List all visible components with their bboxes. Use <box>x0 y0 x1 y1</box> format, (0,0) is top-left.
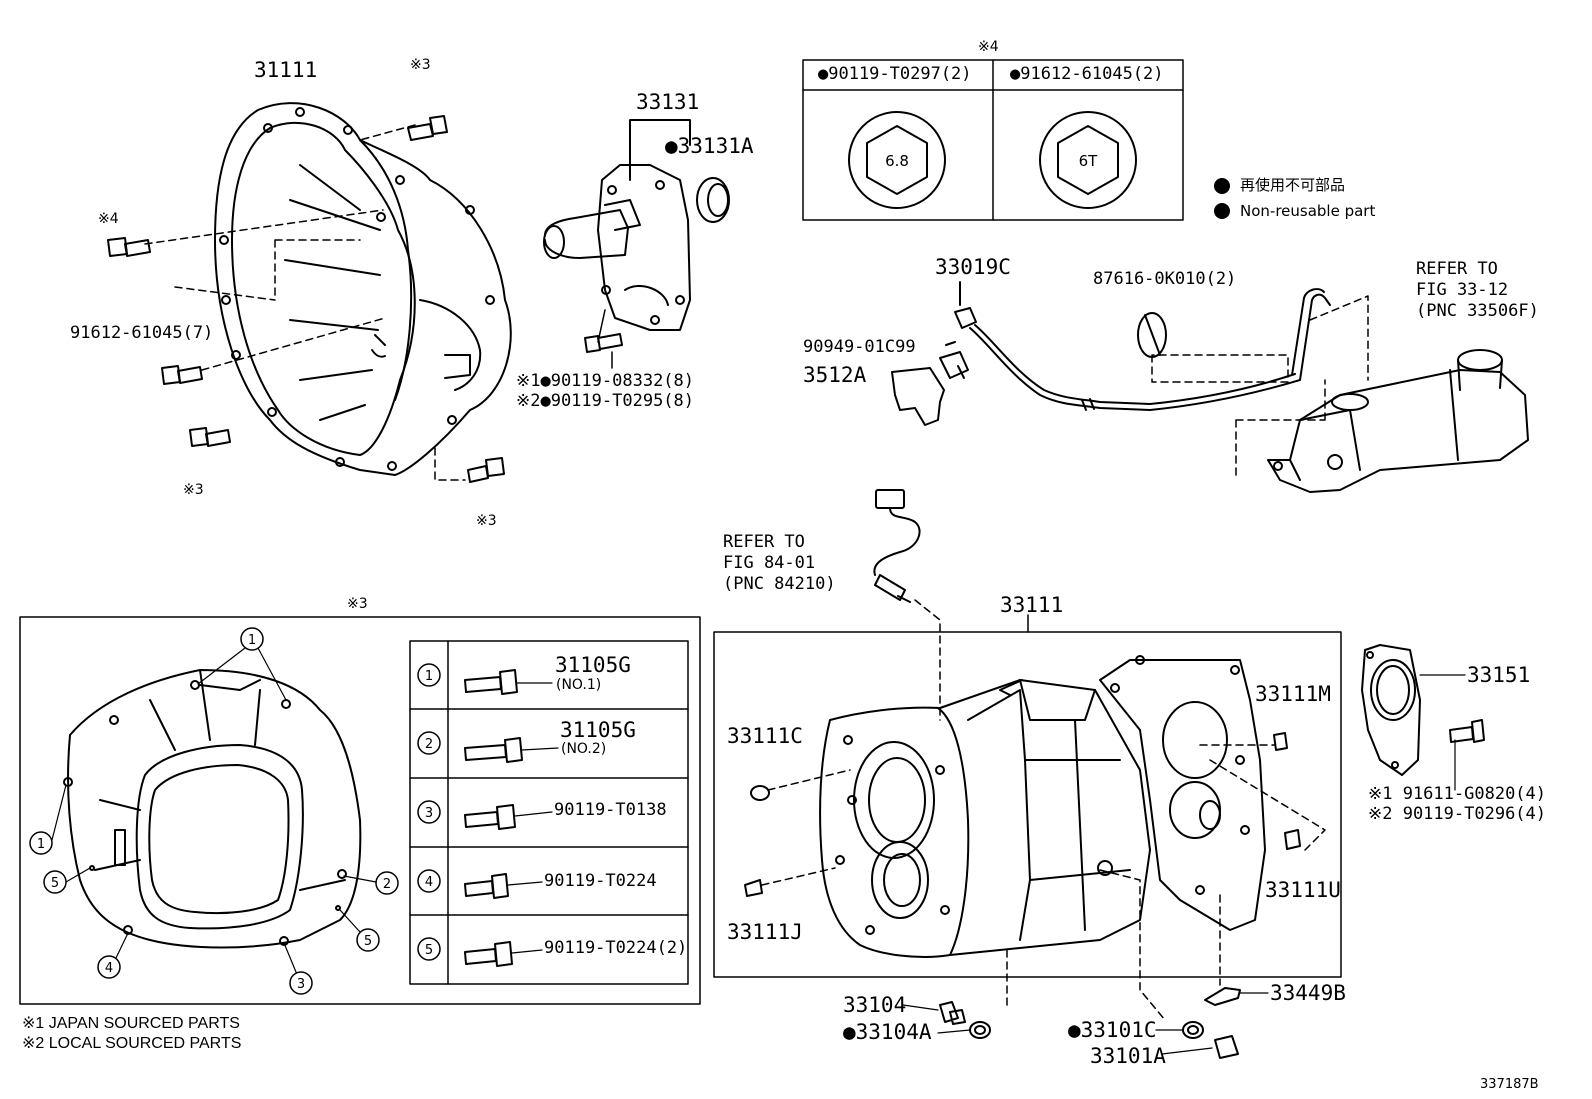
label-33111: 33111 <box>1000 593 1064 617</box>
mark-3-box: ※3 <box>347 596 368 612</box>
callout-1a: 1 <box>248 633 256 648</box>
box-4 <box>802 59 1184 221</box>
label-33449b: 33449B <box>1270 981 1346 1005</box>
refer-84-01-line1: REFER TO <box>723 532 805 552</box>
row-num-2: 2 <box>425 737 433 752</box>
transmission-case-33111 <box>744 655 1326 1059</box>
refer-84-01-line3: (PNC 84210) <box>723 574 836 594</box>
label-33101a: 33101A <box>1090 1044 1166 1068</box>
mark-4-box: ※4 <box>978 39 999 55</box>
bolt-head-6-8: 6.8 <box>885 152 909 170</box>
label-no1: (NO.1) <box>556 677 602 693</box>
legend-jp: 再使用不可部品 <box>1240 176 1346 194</box>
label-90119-t0296: ※2 90119-T0296(4) <box>1368 804 1547 824</box>
box-3 <box>19 616 701 1005</box>
label-33104a: ●33104A <box>843 1020 932 1044</box>
row-num-4: 4 <box>425 875 433 890</box>
label-33131: 33131 <box>636 90 700 114</box>
refer-33-12-line2: FIG 33-12 <box>1416 280 1509 300</box>
case-box <box>713 614 1342 978</box>
note-local-sourced: ※2 LOCAL SOURCED PARTS <box>22 1035 242 1052</box>
mark-4-left: ※4 <box>98 211 119 227</box>
label-33101c: ●33101C <box>1068 1018 1157 1042</box>
label-90119-t0224-2: 90119-T0224(2) <box>544 938 688 958</box>
label-33151: 33151 <box>1467 663 1531 687</box>
callout-4: 4 <box>105 961 113 976</box>
bellhousing-31111 <box>144 102 512 481</box>
bolt-head-6t: 6T <box>1079 152 1099 170</box>
label-31105g-no1: 31105G <box>555 653 631 677</box>
label-no2: (NO.2) <box>561 741 607 757</box>
row-num-3: 3 <box>425 806 433 821</box>
label-3512a: 3512A <box>803 363 867 387</box>
label-33111m: 33111M <box>1255 682 1331 706</box>
label-33131a: ●33131A <box>665 134 754 158</box>
legend-en: Non-reusable part <box>1240 202 1376 220</box>
label-33104: 33104 <box>843 993 907 1017</box>
label-87616-0k010: 87616-0K010(2) <box>1093 269 1237 289</box>
label-90119-t0224: 90119-T0224 <box>544 871 657 891</box>
label-33111c: 33111C <box>727 724 803 748</box>
rear-cover-33151 <box>1361 644 1485 791</box>
label-33111u: 33111U <box>1265 878 1341 902</box>
refer-84-01-line2: FIG 84-01 <box>723 553 816 573</box>
label-90119-t0297: ●90119-T0297(2) <box>818 64 972 84</box>
row-num-5: 5 <box>425 943 433 958</box>
front-cover-33131 <box>543 119 730 369</box>
label-90119-t0138: 90119-T0138 <box>554 800 667 820</box>
label-33019c: 33019C <box>935 255 1011 279</box>
label-91611-g0820: ※1 91611-G0820(4) <box>1368 784 1547 804</box>
refer-33-12-line1: REFER TO <box>1416 259 1498 279</box>
mark-3-bottom: ※3 <box>476 513 497 529</box>
mark-3-top: ※3 <box>410 57 431 73</box>
refer-33-12-line3: (PNC 33506F) <box>1416 301 1539 321</box>
row-num-1: 1 <box>425 669 433 684</box>
callout-2: 2 <box>383 877 391 892</box>
mark-3-left: ※3 <box>183 482 204 498</box>
figure-id: 337187B <box>1480 1077 1539 1092</box>
callout-1b: 1 <box>37 837 45 852</box>
label-90119-08332: ※1●90119-08332(8) <box>516 371 695 391</box>
sensor-wire <box>873 489 941 721</box>
callout-3: 3 <box>297 977 305 992</box>
label-91612-61045-7: 91612-61045(7) <box>70 323 214 343</box>
label-91612-61045-2: ●91612-61045(2) <box>1010 64 1164 84</box>
shift-cable-parts <box>891 281 1529 493</box>
note-japan-sourced: ※1 JAPAN SOURCED PARTS <box>22 1015 240 1032</box>
label-33111j: 33111J <box>727 920 803 944</box>
label-31105g-no2: 31105G <box>560 718 636 742</box>
label-31111: 31111 <box>254 58 318 82</box>
callout-5a: 5 <box>51 876 59 891</box>
label-90949-01c99: 90949-01C99 <box>803 337 916 357</box>
callout-5b: 5 <box>364 934 372 949</box>
label-90119-t0295: ※2●90119-T0295(8) <box>516 391 695 411</box>
bolts-bellhousing <box>107 115 505 483</box>
